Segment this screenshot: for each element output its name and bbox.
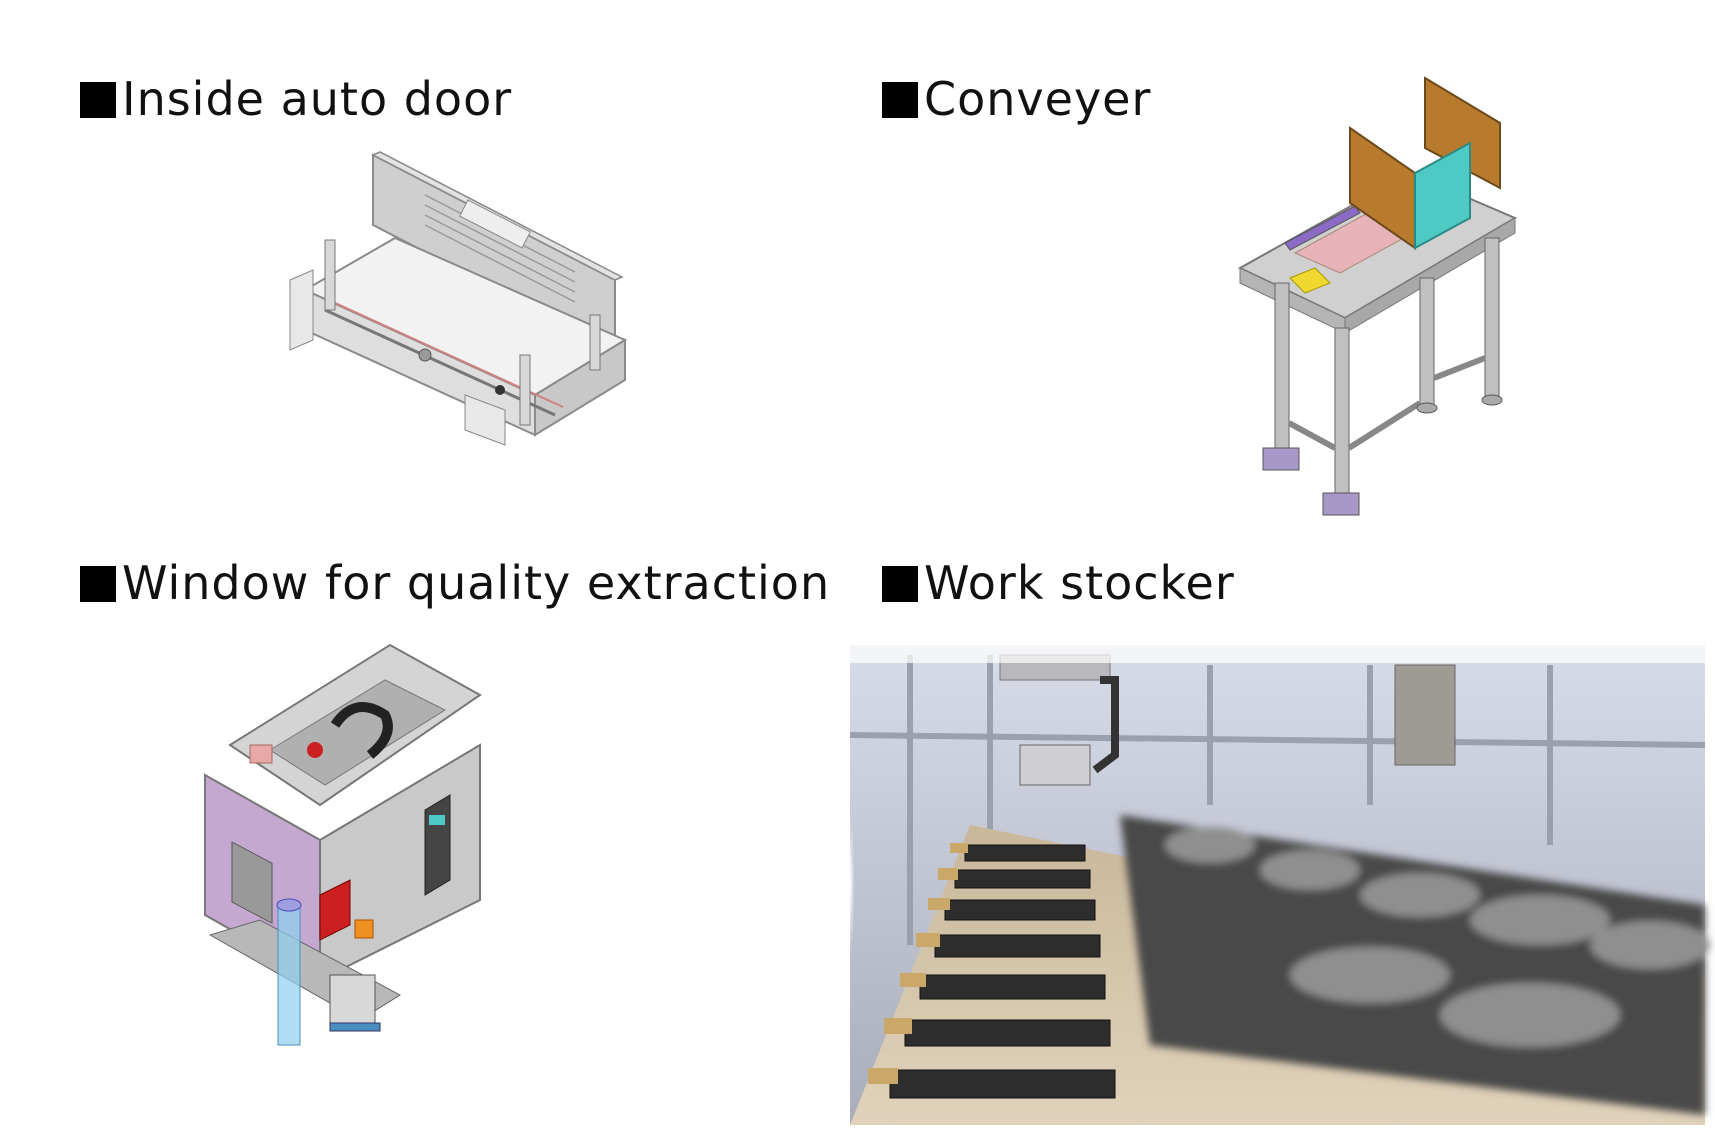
square-bullet-icon [882,566,918,602]
section-heading: Window for quality extraction [80,560,830,606]
section-title: Conveyer [924,72,1152,126]
section-heading: Conveyer [882,76,1151,122]
work-stocker-photo [849,645,1710,1125]
square-bullet-icon [80,82,116,118]
cad-conveyer-table-icon [1237,76,1518,516]
conveyer-illustration [1235,76,1535,558]
cad-automatic-door-icon [289,151,628,446]
square-bullet-icon [80,566,116,602]
section-title: Work stocker [924,556,1235,610]
automatic-door-illustration [285,150,645,485]
photo-work-stocker-rails [849,645,1710,1125]
section-title: Inside auto door [122,72,513,126]
section-title: Window for quality extraction [122,556,831,610]
section-heading: Inside auto door [80,76,512,122]
square-bullet-icon [882,82,918,118]
machine-cabinet-illustration [200,635,500,1065]
cad-machine-cabinet-icon [204,643,482,1046]
section-heading: Work stocker [882,560,1235,606]
